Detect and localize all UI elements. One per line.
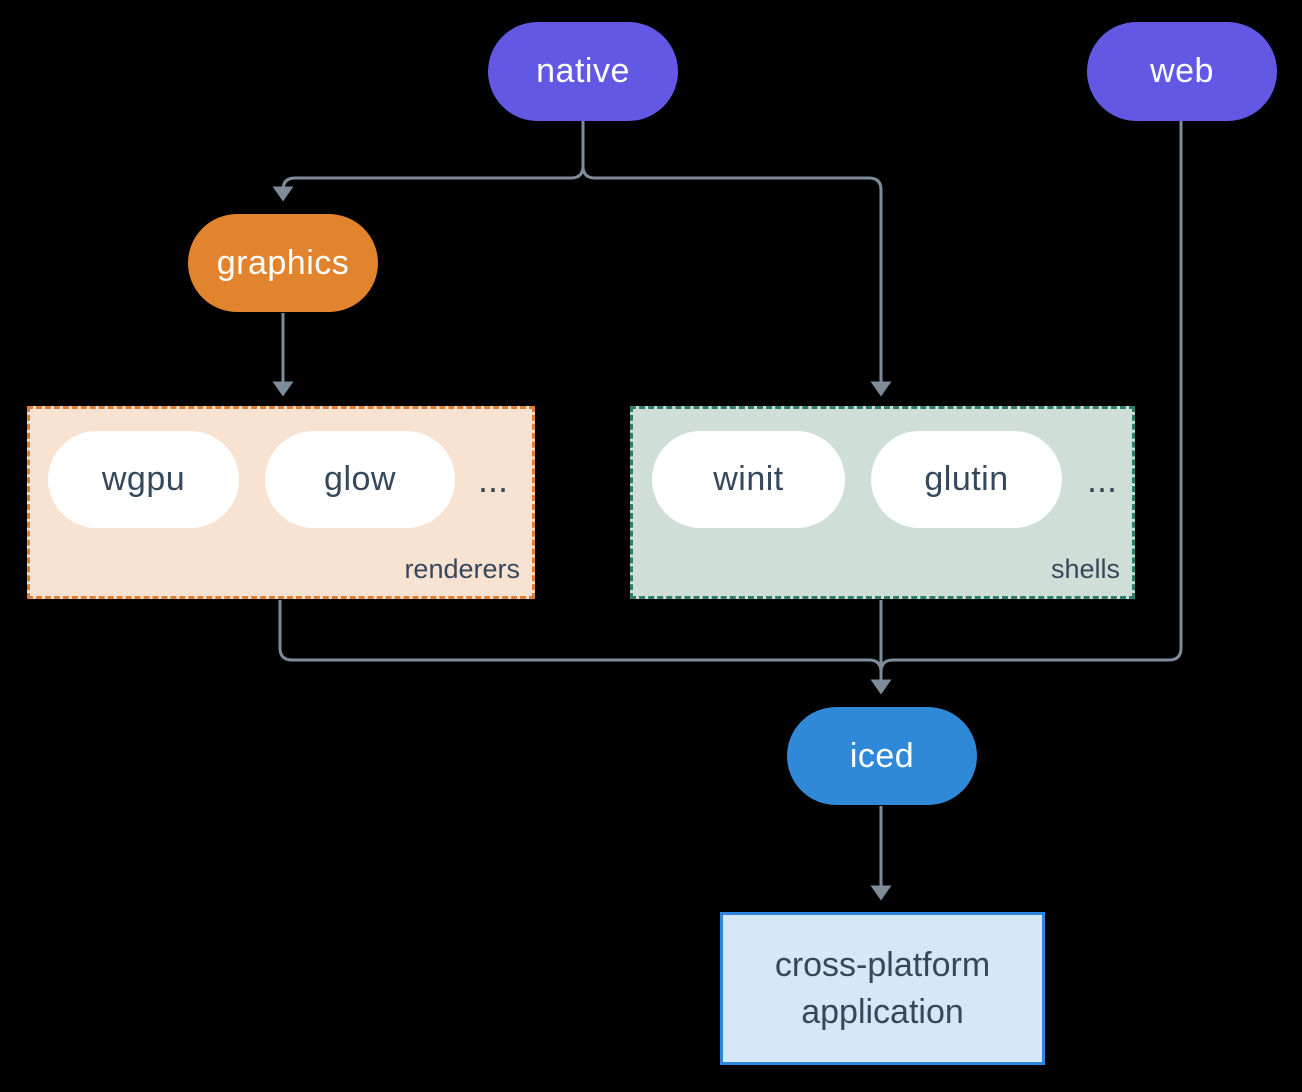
group-shells: winit glutin ... shells	[630, 406, 1135, 599]
node-winit: winit	[652, 431, 845, 528]
node-native: native	[488, 22, 678, 121]
node-glutin-label: glutin	[924, 460, 1009, 498]
node-web: web	[1087, 22, 1277, 121]
node-cross-platform-application: cross-platform application	[720, 912, 1045, 1065]
node-wgpu-label: wgpu	[101, 460, 186, 498]
application-label-line1: cross-platform	[774, 945, 991, 984]
group-renderers-label: renderers	[404, 554, 520, 584]
edge-native-graphics	[272, 121, 585, 202]
node-glow-label: glow	[324, 460, 396, 498]
node-glow: glow	[265, 431, 455, 528]
node-web-label: web	[1150, 52, 1214, 90]
renderers-ellipsis: ...	[478, 458, 509, 500]
edge-native-shells	[581, 121, 892, 397]
group-renderers: wgpu glow ... renderers	[27, 406, 535, 599]
group-shells-label: shells	[1050, 554, 1120, 584]
node-native-label: native	[536, 52, 630, 90]
node-iced: iced	[787, 707, 977, 805]
node-winit-label: winit	[713, 460, 784, 498]
shells-ellipsis: ...	[1087, 458, 1118, 500]
node-wgpu: wgpu	[48, 431, 239, 528]
node-glutin: glutin	[871, 431, 1062, 528]
application-label-line2: application	[801, 992, 964, 1031]
edge-renderers-merge	[278, 600, 883, 673]
node-iced-label: iced	[849, 736, 915, 775]
node-graphics-label: graphics	[216, 243, 350, 282]
node-graphics: graphics	[188, 214, 378, 312]
